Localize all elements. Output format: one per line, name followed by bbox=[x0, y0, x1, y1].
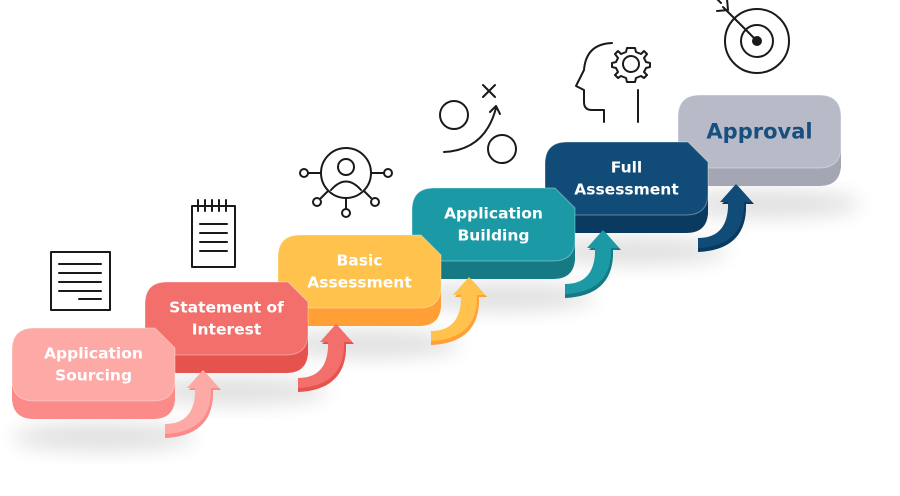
step-label-line: Building bbox=[457, 227, 529, 245]
step-label-line: Interest bbox=[192, 321, 262, 339]
step-face bbox=[144, 281, 309, 356]
curved-up-arrow-icon bbox=[431, 277, 487, 345]
step-label-line: Assessment bbox=[574, 181, 679, 199]
step-label-line: Application bbox=[444, 205, 543, 223]
curved-up-arrow-icon bbox=[298, 324, 354, 392]
step-face bbox=[411, 187, 576, 262]
notepad-icon bbox=[191, 199, 236, 268]
curved-up-arrow-icon bbox=[165, 370, 221, 438]
head-gear-icon bbox=[575, 42, 651, 123]
target-icon bbox=[716, 0, 790, 74]
step-label-line: Sourcing bbox=[55, 367, 132, 385]
step-label-line: Approval bbox=[706, 120, 812, 144]
step-label-line: Assessment bbox=[307, 274, 412, 292]
step-shadow bbox=[678, 190, 861, 218]
step-label-line: Basic bbox=[336, 252, 382, 270]
step-shadow bbox=[278, 330, 461, 358]
step-face bbox=[277, 234, 442, 309]
step-label-line: Full bbox=[611, 159, 642, 177]
step-face bbox=[677, 94, 842, 169]
step-face bbox=[11, 327, 176, 402]
curved-up-arrow-icon bbox=[698, 184, 754, 252]
strategy-play-icon bbox=[439, 84, 517, 164]
step-shadow bbox=[12, 423, 195, 451]
step-label-line: Statement of bbox=[169, 299, 284, 317]
step-face bbox=[544, 141, 709, 216]
document-icon bbox=[50, 251, 111, 311]
curved-up-arrow-icon bbox=[565, 230, 621, 298]
network-person-icon bbox=[299, 147, 393, 218]
step-label-line: Application bbox=[44, 345, 143, 363]
